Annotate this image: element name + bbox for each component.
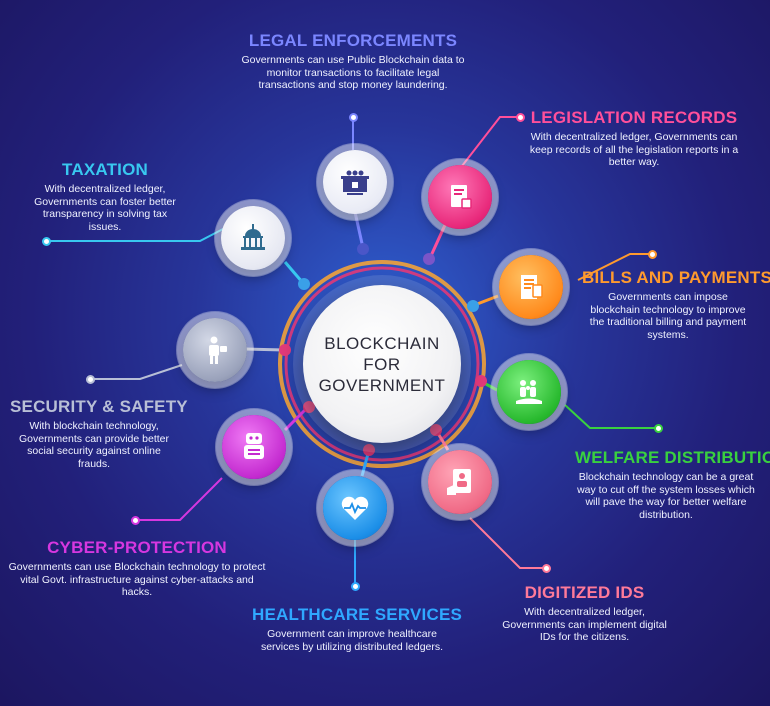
legislation-connector-dot <box>516 113 525 122</box>
section-text: Governments can impose blockchain techno… <box>589 291 747 341</box>
bills-node <box>499 255 563 319</box>
section-title: LEGISLATION RECORDS <box>530 108 738 127</box>
legal-enforcements-section: LEGAL ENFORCEMENTS Governments can use P… <box>238 31 468 92</box>
security-node <box>183 318 247 382</box>
section-text: With decentralized ledger, Governments c… <box>529 131 739 169</box>
legislation-node <box>428 165 492 229</box>
section-title: CYBER-PROTECTION <box>47 538 227 557</box>
section-title: WELFARE DISTRIBUTION <box>575 448 770 467</box>
welfare-connector-dot <box>654 424 663 433</box>
section-text: With decentralized ledger, Governments c… <box>34 183 176 233</box>
digitized-connector-dot <box>542 564 551 573</box>
taxation-section: TAXATION With decentralized ledger, Gove… <box>30 160 180 233</box>
healthcare-node <box>323 476 387 540</box>
healthcare-connector-dot <box>351 582 360 591</box>
center-title-line1: BLOCKCHAIN <box>324 333 440 353</box>
section-text: With blockchain technology, Governments … <box>19 420 169 470</box>
heart-pulse-icon <box>341 496 369 520</box>
section-title: HEALTHCARE SERVICES <box>252 605 463 624</box>
section-title: DIGITIZED IDS <box>524 583 645 602</box>
center-title-line2: FOR <box>363 354 401 374</box>
family-hand-icon <box>516 380 542 404</box>
taxation-node <box>221 206 285 270</box>
bills-connector-dot <box>648 250 657 259</box>
healthcare-services-section: HEALTHCARE SERVICES Government can impro… <box>252 605 463 653</box>
section-text: Blockchain technology can be a great way… <box>577 471 755 521</box>
legislation-records-section: LEGISLATION RECORDS With decentralized l… <box>527 108 741 169</box>
taxation-connector-dot <box>42 237 51 246</box>
robot-icon <box>244 433 264 459</box>
section-text: With decentralized ledger, Governments c… <box>502 606 667 644</box>
courthouse-icon <box>341 170 369 195</box>
security-connector-dot <box>86 375 95 384</box>
id-card-icon <box>447 469 471 495</box>
cyber-node <box>222 415 286 479</box>
welfare-distribution-section: WELFARE DISTRIBUTION Blockchain technolo… <box>575 448 770 521</box>
section-text: Governments can use Public Blockchain da… <box>241 54 465 92</box>
section-title: TAXATION <box>62 160 148 179</box>
section-title: LEGAL ENFORCEMENTS <box>248 31 458 50</box>
center-title-line3: GOVERNMENT <box>318 375 446 395</box>
welfare-node <box>497 360 561 424</box>
legal-node <box>323 150 387 214</box>
legal-connector-dot <box>349 113 358 122</box>
digitized-ids-section: DIGITIZED IDS With decentralized ledger,… <box>497 583 672 644</box>
capitol-icon <box>241 224 265 250</box>
bills-and-payments-section: BILLS AND PAYMENTS Governments can impos… <box>582 268 770 341</box>
document-stamp-icon <box>451 185 472 209</box>
guard-icon <box>209 336 227 364</box>
security-and-safety-section: SECURITY & SAFETY With blockchain techno… <box>10 397 188 470</box>
center-hub: BLOCKCHAIN FOR GOVERNMENT <box>303 285 461 443</box>
cyber-protection-section: CYBER-PROTECTION Governments can use Blo… <box>8 538 266 599</box>
section-title: SECURITY & SAFETY <box>10 397 188 416</box>
section-text: Government can improve healthcare servic… <box>260 628 444 653</box>
digitized-node <box>428 450 492 514</box>
cyber-connector-dot <box>131 516 140 525</box>
section-title: BILLS AND PAYMENTS <box>582 268 770 287</box>
bill-icon <box>521 275 543 299</box>
section-text: Governments can use Blockchain technolog… <box>8 561 266 599</box>
